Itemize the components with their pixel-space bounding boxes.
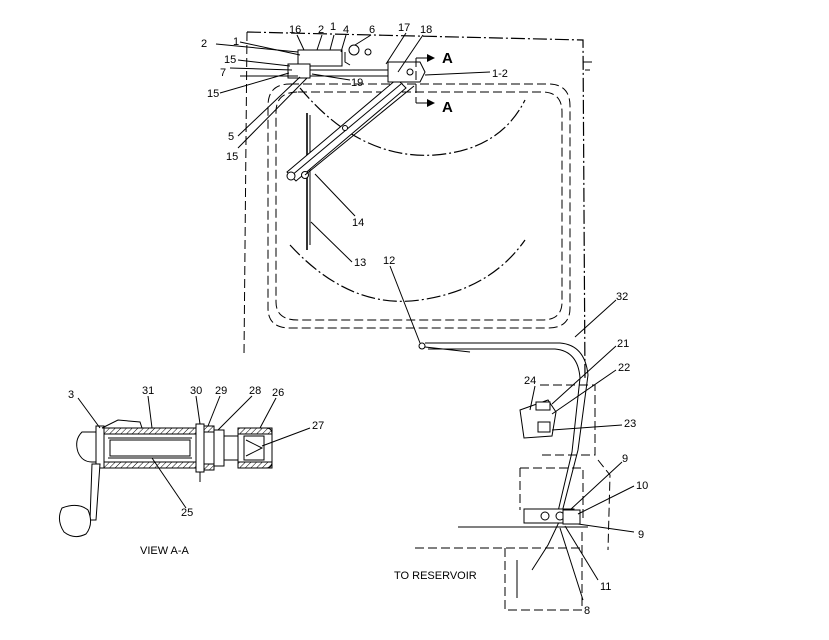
callout-9b: 9 <box>638 529 644 541</box>
section-marker: A A <box>415 50 453 116</box>
callout-24: 24 <box>524 375 536 387</box>
callout-29: 29 <box>215 385 227 397</box>
callout-8: 8 <box>584 605 590 617</box>
callout-2b: 2 <box>318 24 324 36</box>
callout-32: 32 <box>616 291 628 303</box>
callout-10: 10 <box>636 480 648 492</box>
callout-30: 30 <box>190 385 202 397</box>
callout-31: 31 <box>142 385 154 397</box>
wiper-blade <box>306 113 311 250</box>
callout-14: 14 <box>352 217 364 229</box>
callout-23: 23 <box>624 418 636 430</box>
to-reservoir-caption: TO RESERVOIR <box>394 570 477 582</box>
callout-9a: 9 <box>622 453 628 465</box>
callout-22: 22 <box>618 362 630 374</box>
section-mark-top: A <box>442 50 453 67</box>
windshield-glass <box>267 83 571 329</box>
callout-16: 16 <box>289 24 301 36</box>
view-a-a-section <box>58 419 273 538</box>
callout-21: 21 <box>617 338 629 350</box>
callout-15c: 15 <box>226 151 238 163</box>
wiper-motor-housing <box>287 44 372 79</box>
callout-4: 4 <box>343 24 349 36</box>
callout-2a: 2 <box>201 38 207 50</box>
section-mark-bottom: A <box>442 99 453 116</box>
reservoir-valve-assembly <box>415 459 611 611</box>
callout-19: 19 <box>351 77 363 89</box>
callout-27: 27 <box>312 420 324 432</box>
callout-1-tick: 1 <box>330 21 336 33</box>
view-a-a-caption: VIEW A-A <box>140 545 190 557</box>
callout-5: 5 <box>228 131 234 143</box>
callout-15b: 15 <box>207 88 219 100</box>
callout-15a: 15 <box>224 54 236 66</box>
leader-lines <box>77 32 635 601</box>
callout-1a: 1 <box>233 36 239 48</box>
wiper-arm <box>286 78 415 182</box>
callout-18: 18 <box>420 24 432 36</box>
washer-nozzle <box>418 342 471 353</box>
callout-28: 28 <box>249 385 261 397</box>
wiper-sweep-arcs <box>289 87 526 302</box>
callout-1-2: 1-2 <box>492 68 508 80</box>
callout-25: 25 <box>181 507 193 519</box>
callout-11: 11 <box>600 581 611 593</box>
callout-26: 26 <box>272 387 284 399</box>
callout-13: 13 <box>354 257 366 269</box>
washer-hose <box>425 342 589 571</box>
callout-6: 6 <box>369 24 375 36</box>
callout-12: 12 <box>383 255 395 267</box>
pump-bracket <box>519 384 596 456</box>
callout-3: 3 <box>68 389 74 401</box>
callout-labels: 2 1 15 7 15 5 15 16 2 1 4 6 17 18 19 1-2… <box>68 21 648 617</box>
callout-17: 17 <box>398 22 410 34</box>
callout-7: 7 <box>220 67 226 79</box>
